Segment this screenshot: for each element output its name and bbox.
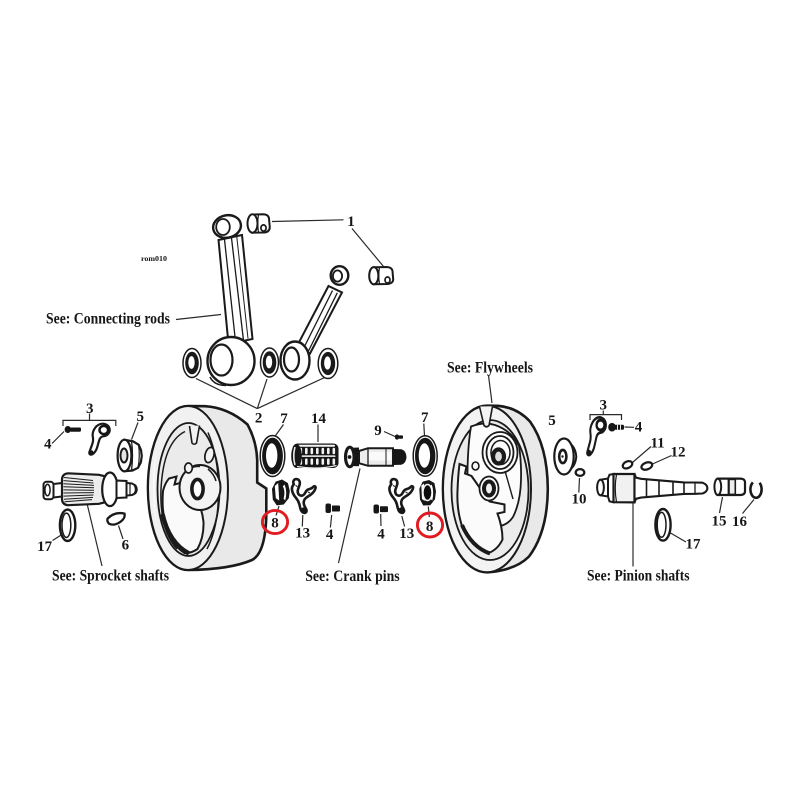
svg-text:See: Sprocket shafts: See: Sprocket shafts xyxy=(52,567,169,584)
svg-text:7: 7 xyxy=(421,410,429,426)
svg-text:See: Pinion shafts: See: Pinion shafts xyxy=(587,568,690,585)
svg-text:1: 1 xyxy=(347,214,355,230)
svg-text:17: 17 xyxy=(37,539,53,555)
svg-text:13: 13 xyxy=(295,526,310,542)
svg-text:9: 9 xyxy=(374,423,382,439)
svg-text:4: 4 xyxy=(44,437,52,453)
svg-text:5: 5 xyxy=(548,413,556,429)
svg-text:5: 5 xyxy=(137,409,145,425)
svg-text:See: Crank pins: See: Crank pins xyxy=(305,568,400,585)
svg-text:10: 10 xyxy=(572,492,587,508)
svg-text:See: Flywheels: See: Flywheels xyxy=(447,359,533,376)
svg-text:13: 13 xyxy=(399,526,414,542)
svg-text:17: 17 xyxy=(686,537,702,553)
svg-text:11: 11 xyxy=(651,436,665,452)
svg-text:14: 14 xyxy=(311,411,327,427)
svg-text:rom010: rom010 xyxy=(141,254,167,263)
svg-text:4: 4 xyxy=(635,420,643,436)
svg-text:6: 6 xyxy=(122,538,130,554)
svg-text:8: 8 xyxy=(271,515,279,531)
svg-text:2: 2 xyxy=(255,410,263,426)
svg-text:7: 7 xyxy=(280,411,288,427)
svg-text:12: 12 xyxy=(671,445,686,461)
svg-text:8: 8 xyxy=(426,519,434,535)
svg-text:3: 3 xyxy=(86,401,94,417)
svg-text:15: 15 xyxy=(712,513,727,529)
svg-text:4: 4 xyxy=(326,527,334,543)
svg-text:3: 3 xyxy=(600,398,608,414)
svg-text:4: 4 xyxy=(377,527,385,543)
svg-text:See: Connecting rods: See: Connecting rods xyxy=(46,311,170,328)
svg-text:16: 16 xyxy=(732,514,748,530)
